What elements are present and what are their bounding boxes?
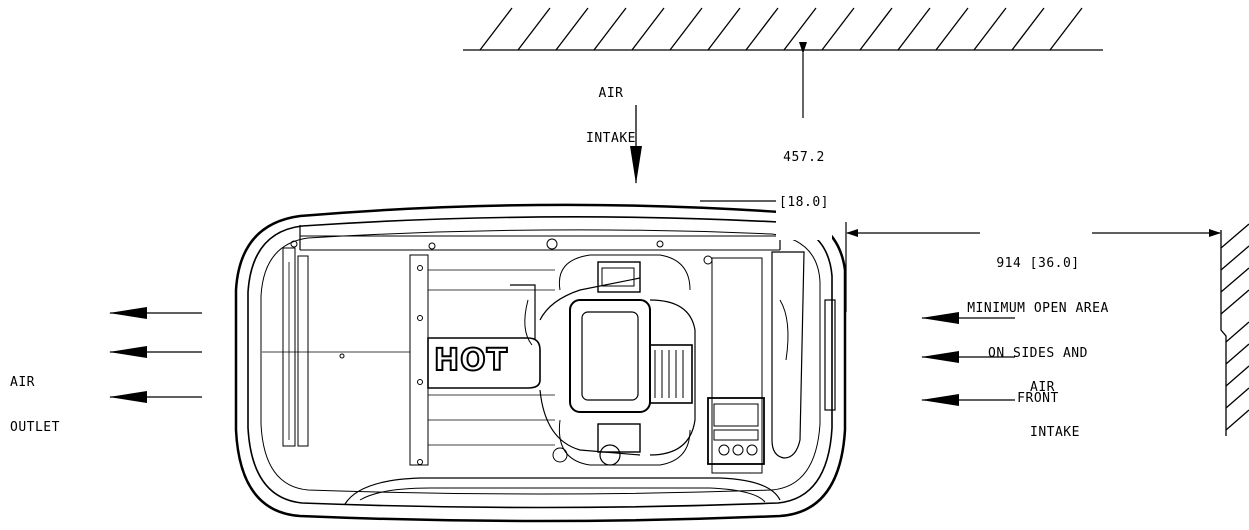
hot-warning-label: HOT	[433, 342, 509, 379]
generator-outer-shell	[234, 203, 847, 523]
air-intake-top-line1: AIR	[598, 86, 624, 101]
top-wall	[463, 7, 1103, 51]
air-intake-top-line2: INTAKE	[586, 131, 636, 146]
right-wall	[1220, 223, 1249, 436]
generator-unit	[234, 203, 847, 523]
air-outlet-line1: AIR	[10, 375, 35, 390]
top-clearance-label: 457.2 [18.0]	[776, 120, 832, 240]
air-intake-right-arrows	[921, 312, 1015, 406]
air-intake-right-line2: INTAKE	[1030, 425, 1080, 440]
side-clearance-line2: MINIMUM OPEN AREA	[967, 301, 1109, 316]
side-clearance-line3: ON SIDES AND	[988, 346, 1088, 361]
air-outlet-label: AIR OUTLET	[10, 345, 60, 465]
side-clearance-line1: 914 [36.0]	[996, 256, 1080, 271]
hot-shield	[427, 337, 541, 389]
clearance-top-in: [18.0]	[779, 195, 829, 210]
air-intake-right-label: AIR INTAKE	[1030, 350, 1080, 470]
air-outlet-arrows	[109, 307, 202, 403]
air-intake-right-line1: AIR	[1030, 380, 1055, 395]
control-panel	[707, 397, 765, 465]
air-outlet-line2: OUTLET	[10, 420, 60, 435]
side-clearance-line4: FRONT	[1017, 391, 1059, 406]
generator-inner-shell	[247, 216, 833, 509]
clearance-top-mm: 457.2	[783, 150, 825, 165]
air-intake-top-label: AIR INTAKE	[578, 56, 644, 176]
side-clearance-label: 914 [36.0] MINIMUM OPEN AREA ON SIDES AN…	[940, 226, 1136, 436]
